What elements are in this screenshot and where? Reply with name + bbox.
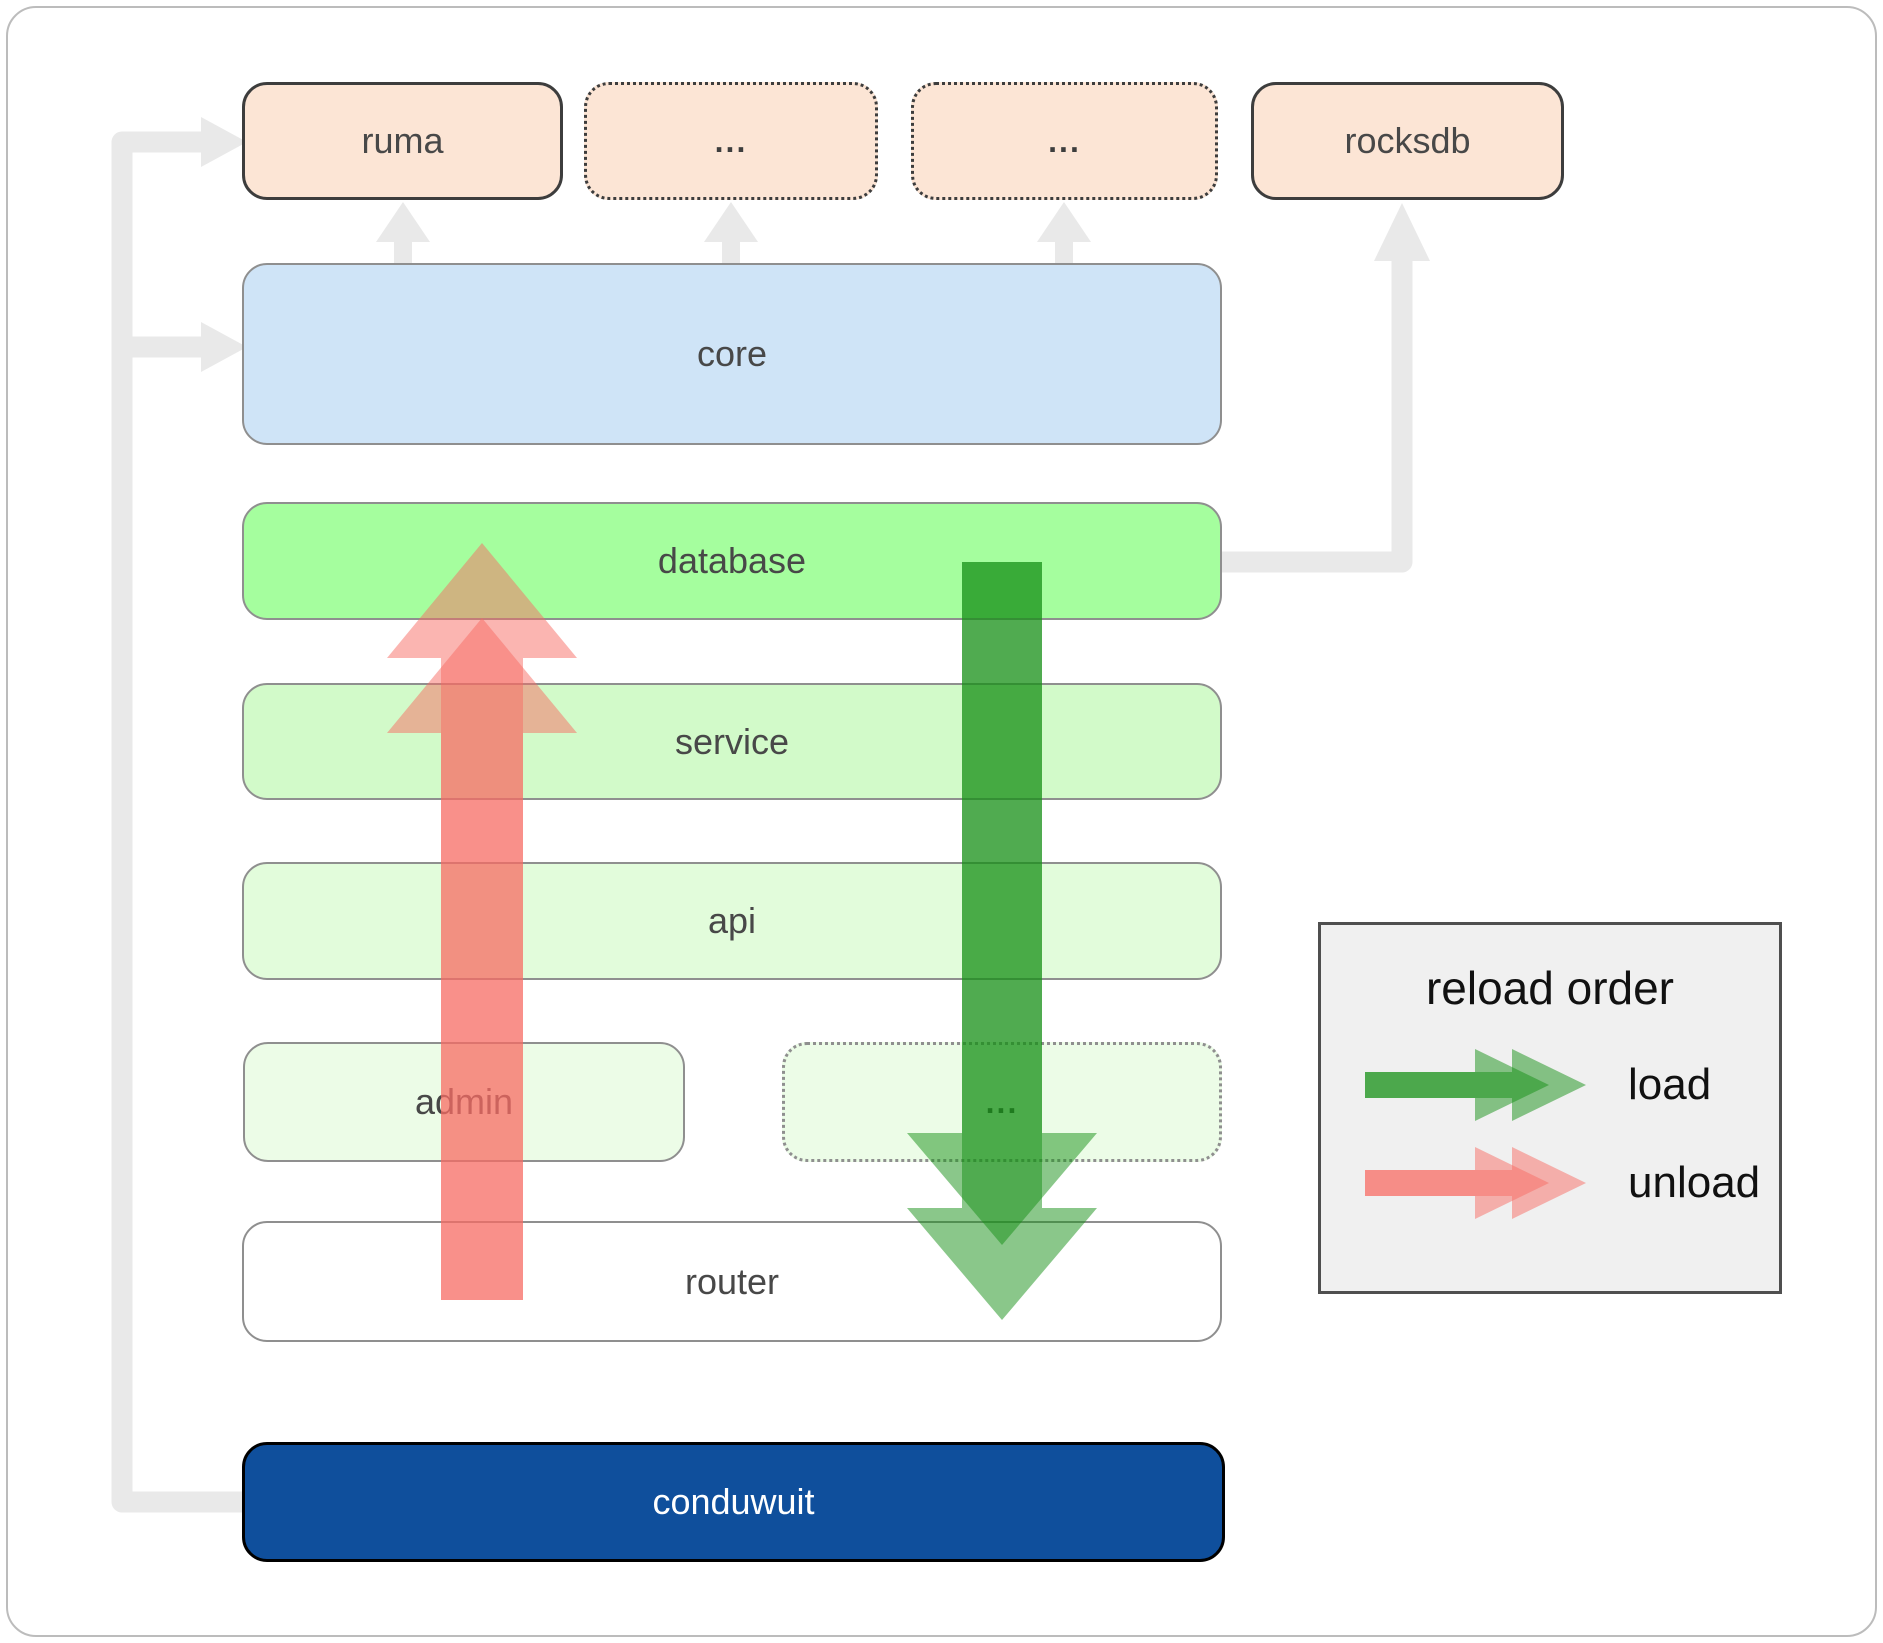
node-database-label: database <box>657 540 807 581</box>
legend-unload-arrow-short <box>1365 1147 1549 1219</box>
node-extra-top-2: ... <box>911 82 1218 200</box>
arrowhead-into-core-icon <box>201 322 247 372</box>
diagram-outer-border <box>6 6 1877 1637</box>
unload-arrow-short <box>387 618 577 1300</box>
node-rocksdb: rocksdb <box>1251 82 1564 200</box>
legend-load-arrow-short <box>1365 1049 1549 1121</box>
node-router-label: router <box>684 1260 780 1302</box>
node-extra-top-2-label: ... <box>1048 122 1081 159</box>
arrowhead-into-ruma-icon <box>201 117 247 167</box>
arrow-core-to-ruma-icon <box>376 202 430 263</box>
node-extra-top-1: ... <box>584 82 878 200</box>
arrow-core-to-extra-1-icon <box>704 202 758 263</box>
node-api: api <box>242 862 1222 980</box>
node-database: database <box>242 502 1222 620</box>
node-service-label: service <box>674 720 790 762</box>
node-extra-top-1-label: ... <box>714 122 748 159</box>
load-arrow-icon <box>907 562 1097 1320</box>
arrowhead-into-rocksdb-icon <box>1374 203 1430 261</box>
connector-conduwuit-to-top <box>111 117 252 1513</box>
load-arrow-short <box>907 562 1097 1245</box>
node-core: core <box>242 263 1222 445</box>
node-rocksdb-label: rocksdb <box>1344 120 1471 161</box>
arrow-core-to-extra-2-icon <box>1037 202 1091 263</box>
node-conduwuit: conduwuit <box>242 1442 1225 1562</box>
node-ruma: ruma <box>242 82 563 200</box>
legend-title: reload order <box>1425 962 1675 1014</box>
node-core-label: core <box>696 333 768 374</box>
node-conduwuit-label: conduwuit <box>652 1481 815 1522</box>
node-api-label: api <box>707 900 757 941</box>
legend-load-arrow-icon <box>1365 1049 1586 1121</box>
connector-database-to-rocksdb <box>1222 203 1430 573</box>
legend-load-label: load <box>1628 1060 1712 1109</box>
unload-arrow-icon <box>387 543 577 1300</box>
node-service: service <box>242 683 1222 800</box>
connector-right-elbow <box>1222 260 1413 573</box>
connector-left-elbow <box>111 131 252 1513</box>
node-ruma-label: ruma <box>361 120 444 161</box>
legend-unload-arrow-icon <box>1365 1147 1586 1219</box>
legend-unload-label: unload <box>1628 1158 1761 1207</box>
legend: reload order load unload <box>1318 922 1782 1294</box>
